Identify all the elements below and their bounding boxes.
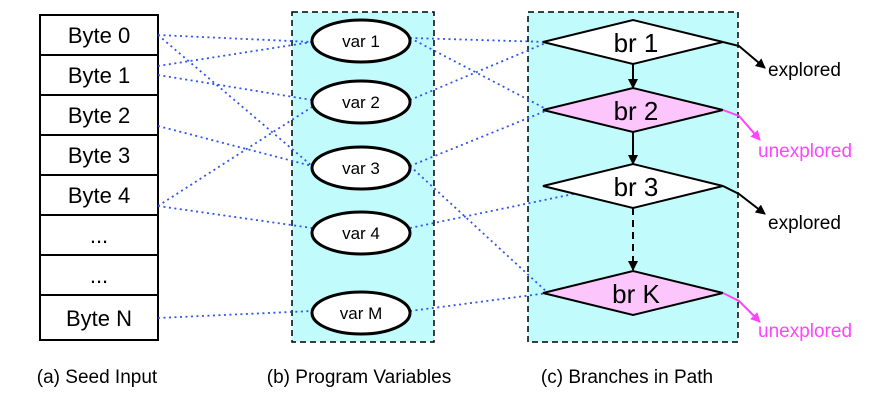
variable-label: var 2 <box>342 93 380 112</box>
branch-label: br K <box>612 279 660 309</box>
byte-cell: Byte 3 <box>39 134 159 176</box>
variable-node: var 2 <box>310 79 412 125</box>
byte-cell: Byte N <box>39 294 159 341</box>
outcome-label-explored: explored <box>768 60 841 81</box>
byte-cell: Byte 4 <box>39 174 159 216</box>
branch-node: br 2 <box>542 86 724 134</box>
byte-label: Byte 4 <box>68 183 130 208</box>
link-line <box>157 34 313 167</box>
branch-label: br 1 <box>614 28 659 58</box>
link-line <box>157 34 313 43</box>
byte-cell: ... <box>39 214 159 256</box>
byte-cell: Byte 1 <box>39 54 159 96</box>
explored-arrow <box>722 41 766 69</box>
branch-label: br 2 <box>614 96 659 126</box>
branch-node: br 3 <box>542 162 724 210</box>
link-line <box>409 37 549 111</box>
outcome-label-unexplored: unexplored <box>758 141 852 162</box>
variable-node: var 4 <box>310 210 412 256</box>
outcome-arrows <box>722 41 766 323</box>
link-line <box>157 205 313 229</box>
variable-node: var M <box>310 290 412 336</box>
branch-label: br 3 <box>614 172 659 202</box>
link-line <box>409 292 549 312</box>
byte-cell: Byte 2 <box>39 94 159 136</box>
byte-label: Byte N <box>66 306 132 331</box>
byte-cell: ... <box>39 254 159 296</box>
link-line <box>409 192 579 229</box>
byte-label: ... <box>90 223 108 248</box>
byte-label: Byte 3 <box>68 143 130 168</box>
unexplored-arrow <box>722 109 761 141</box>
link-line <box>157 74 313 101</box>
link-line <box>409 165 549 294</box>
link-line <box>409 37 549 43</box>
branches: br 1 br 2 br 3 br K <box>542 18 724 317</box>
variable-node: var 1 <box>310 18 412 64</box>
caption-seed-input: (a) Seed Input <box>37 367 158 388</box>
byte-var-links <box>157 34 313 319</box>
caption-program-variables: (b) Program Variables <box>267 367 451 388</box>
link-line <box>157 125 313 167</box>
link-line <box>157 310 313 319</box>
variable-label: var 4 <box>342 224 380 243</box>
variable-label: var 1 <box>342 32 380 51</box>
byte-label: Byte 1 <box>68 63 130 88</box>
variable-label: var 3 <box>342 159 380 178</box>
seed-input-table: Byte 0 Byte 1 Byte 2 Byte 3 Byte 4 ... .… <box>39 14 159 341</box>
variable-node: var 3 <box>310 145 412 191</box>
byte-label: ... <box>90 263 108 288</box>
byte-label: Byte 0 <box>68 23 130 48</box>
program-variables: var 1 var 2 var 3 var 4 var M <box>310 18 412 336</box>
byte-cell: Byte 0 <box>39 14 159 56</box>
var-branch-links <box>409 37 579 312</box>
byte-label: Byte 2 <box>68 103 130 128</box>
variable-label: var M <box>340 304 383 323</box>
link-line <box>157 106 313 207</box>
unexplored-arrow <box>722 292 761 323</box>
outcome-label-unexplored: unexplored <box>758 321 852 342</box>
branch-node: br K <box>542 269 724 317</box>
caption-branches: (c) Branches in Path <box>541 367 713 388</box>
link-line <box>157 41 313 67</box>
outcome-label-explored: explored <box>768 213 841 234</box>
explored-arrow <box>722 185 766 215</box>
